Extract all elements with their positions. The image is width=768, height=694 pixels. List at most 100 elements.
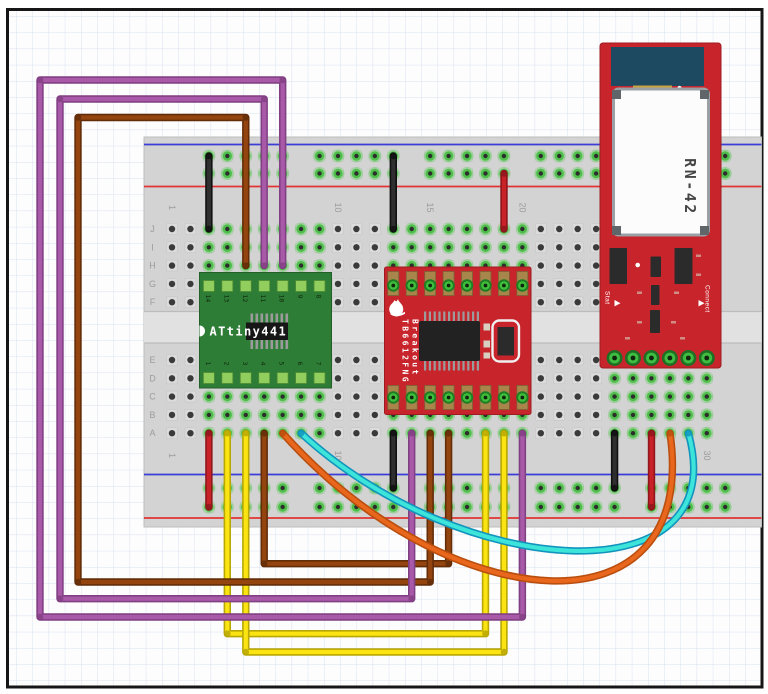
- hole-J9[interactable]: [313, 222, 327, 236]
- hole-F24[interactable]: [590, 296, 602, 309]
- jumper-red-bottom-left[interactable]: [205, 429, 213, 511]
- rn42-pin[interactable]: [643, 350, 660, 366]
- hole-A26[interactable]: [626, 426, 640, 440]
- hole-A23[interactable]: [571, 427, 584, 440]
- rail-hole[interactable]: [442, 149, 456, 163]
- hole-I4[interactable]: [220, 240, 234, 254]
- hole-G11[interactable]: [350, 278, 363, 290]
- hole-C5[interactable]: [239, 390, 253, 404]
- hole-C25[interactable]: [608, 390, 622, 404]
- hole-C9[interactable]: [313, 390, 327, 404]
- hole-J16[interactable]: [442, 222, 456, 236]
- hole-I14[interactable]: [405, 240, 419, 254]
- hole-D23[interactable]: [571, 372, 584, 385]
- hole-A17[interactable]: [460, 426, 474, 440]
- hole-B3[interactable]: [202, 408, 216, 422]
- hole-C3[interactable]: [202, 390, 216, 404]
- rail-hole[interactable]: [571, 167, 585, 180]
- hole-E1[interactable]: [166, 354, 178, 366]
- hole-G1[interactable]: [166, 278, 178, 290]
- hole-J21[interactable]: [534, 223, 547, 235]
- hole-B23[interactable]: [571, 409, 584, 421]
- hole-H10[interactable]: [332, 259, 344, 272]
- hole-J23[interactable]: [571, 223, 584, 235]
- hole-C24[interactable]: [590, 390, 602, 403]
- hole-J1[interactable]: [166, 223, 178, 235]
- hole-D28[interactable]: [663, 371, 677, 385]
- hole-B2[interactable]: [184, 409, 197, 421]
- rail-hole[interactable]: [497, 149, 511, 163]
- hole-I13[interactable]: [386, 240, 400, 254]
- hole-E21[interactable]: [534, 354, 547, 366]
- rail-hole[interactable]: [423, 149, 437, 163]
- jumper-black-top-mid[interactable]: [389, 152, 397, 233]
- hole-I16[interactable]: [442, 240, 456, 254]
- rail-hole[interactable]: [589, 149, 603, 163]
- hole-B4[interactable]: [220, 408, 234, 422]
- hole-I15[interactable]: [423, 240, 437, 254]
- hole-F23[interactable]: [571, 296, 584, 309]
- attiny-pad-bottom[interactable]: [313, 372, 326, 384]
- hole-C27[interactable]: [644, 390, 658, 404]
- hole-G21[interactable]: [534, 278, 547, 290]
- rail-hole[interactable]: [460, 167, 474, 180]
- hole-B5[interactable]: [239, 408, 253, 422]
- hole-J10[interactable]: [332, 223, 344, 235]
- hole-E2[interactable]: [184, 354, 197, 366]
- hole-I17[interactable]: [460, 240, 474, 254]
- rail-hole[interactable]: [608, 500, 622, 514]
- rail-hole[interactable]: [460, 500, 474, 514]
- rail-hole[interactable]: [589, 167, 603, 180]
- attiny-pad-bottom[interactable]: [295, 372, 307, 384]
- hole-C22[interactable]: [553, 390, 566, 403]
- hole-C12[interactable]: [369, 390, 381, 403]
- rail-hole[interactable]: [571, 500, 585, 514]
- rail-hole[interactable]: [552, 167, 566, 180]
- hole-E12[interactable]: [369, 354, 381, 366]
- rail-hole[interactable]: [460, 149, 474, 163]
- hole-C23[interactable]: [571, 390, 584, 403]
- hole-I11[interactable]: [350, 241, 363, 254]
- hole-J20[interactable]: [515, 222, 529, 236]
- rail-hole[interactable]: [552, 500, 566, 514]
- attiny-pad-top[interactable]: [221, 280, 234, 292]
- hole-A22[interactable]: [553, 427, 566, 440]
- hole-C4[interactable]: [220, 390, 234, 404]
- rail-hole[interactable]: [331, 500, 345, 514]
- rail-hole[interactable]: [460, 481, 474, 495]
- hole-H4[interactable]: [220, 259, 234, 273]
- hole-J17[interactable]: [460, 222, 474, 236]
- rail-hole[interactable]: [700, 481, 714, 495]
- rail-hole[interactable]: [368, 149, 382, 163]
- hole-D1[interactable]: [166, 372, 178, 385]
- rn42-bluetooth-module[interactable]: RN-42 Stat Connect: [599, 42, 722, 369]
- rail-hole[interactable]: [368, 167, 382, 180]
- hole-A9[interactable]: [313, 426, 327, 440]
- rail-hole[interactable]: [718, 167, 732, 180]
- tb6612fng-breakout[interactable]: TB6612FNG Breakout: [384, 266, 532, 415]
- hole-G24[interactable]: [590, 278, 602, 290]
- hole-I8[interactable]: [294, 240, 308, 254]
- rn42-pin[interactable]: [625, 350, 641, 366]
- hole-B10[interactable]: [332, 409, 344, 421]
- hole-F12[interactable]: [369, 296, 381, 309]
- hole-H21[interactable]: [534, 259, 547, 272]
- rail-hole[interactable]: [313, 167, 327, 180]
- attiny-pad-bottom[interactable]: [221, 372, 234, 384]
- rail-hole[interactable]: [534, 481, 548, 495]
- rail-hole[interactable]: [589, 500, 603, 514]
- hole-I24[interactable]: [590, 241, 602, 254]
- hole-D10[interactable]: [332, 372, 344, 385]
- hole-I3[interactable]: [202, 240, 216, 254]
- hole-C2[interactable]: [184, 390, 197, 403]
- hole-I1[interactable]: [166, 241, 178, 254]
- hole-A21[interactable]: [534, 427, 547, 440]
- hole-I12[interactable]: [369, 241, 381, 254]
- hole-B12[interactable]: [369, 409, 381, 421]
- hole-H2[interactable]: [184, 259, 197, 272]
- hole-J22[interactable]: [553, 223, 566, 235]
- rail-hole[interactable]: [331, 149, 345, 163]
- tb6612-pads[interactable]: [387, 271, 529, 410]
- hole-J11[interactable]: [350, 223, 363, 235]
